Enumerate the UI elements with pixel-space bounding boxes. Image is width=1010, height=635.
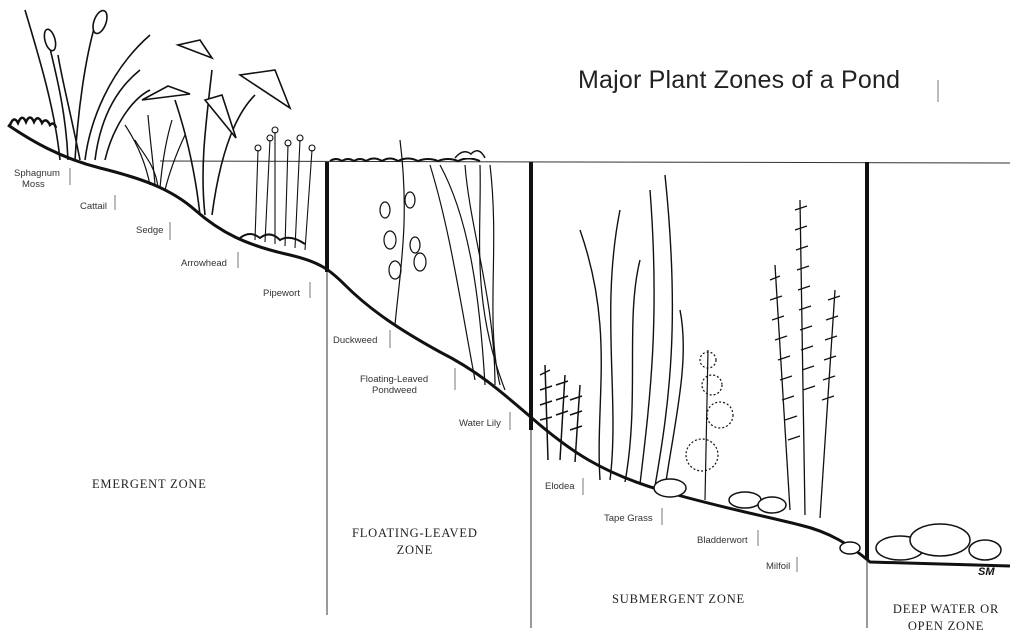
pipewort-drawing [240, 127, 315, 250]
bladderwort-drawing [686, 350, 733, 500]
duckweed-drawing [330, 159, 480, 162]
artist-signature: SM [978, 566, 995, 578]
diagram-title: Major Plant Zones of a Pond [578, 66, 900, 95]
label-bladderwort: Bladderwort [697, 535, 748, 546]
sphagnum-moss-drawing [10, 118, 56, 129]
label-arrowhead: Arrowhead [181, 258, 227, 269]
tape-grass-drawing [580, 175, 683, 488]
zone-label-deep-water: DEEP WATER OR OPEN ZONE [882, 601, 1010, 635]
label-pipewort: Pipewort [263, 288, 300, 299]
pond-bottom-profile [8, 125, 1010, 566]
label-elodea: Elodea [545, 481, 575, 492]
zone-label-floating-leaved: FLOATING-LEAVED ZONE [352, 525, 478, 559]
zone-label-submergent: SUBMERGENT ZONE [612, 591, 745, 608]
cattail-drawing [25, 9, 150, 160]
milfoil-drawing [770, 200, 840, 518]
pondweed-drawing [380, 140, 426, 325]
label-duckweed: Duckweed [333, 335, 377, 346]
label-sphagnum-moss: Sphagnum Moss [14, 168, 60, 190]
label-cattail: Cattail [80, 201, 107, 212]
zone-label-emergent: EMERGENT ZONE [92, 476, 207, 493]
label-water-lily: Water Lily [459, 418, 501, 429]
elodea-drawing [540, 365, 582, 462]
label-milfoil: Milfoil [766, 561, 790, 572]
label-sedge: Sedge [136, 225, 163, 236]
label-leaders [70, 80, 938, 572]
label-tape-grass: Tape Grass [604, 513, 653, 524]
rocks-drawing [654, 479, 1001, 560]
label-floating-leaved-pondweed: Floating-Leaved Pondweed [360, 374, 428, 396]
